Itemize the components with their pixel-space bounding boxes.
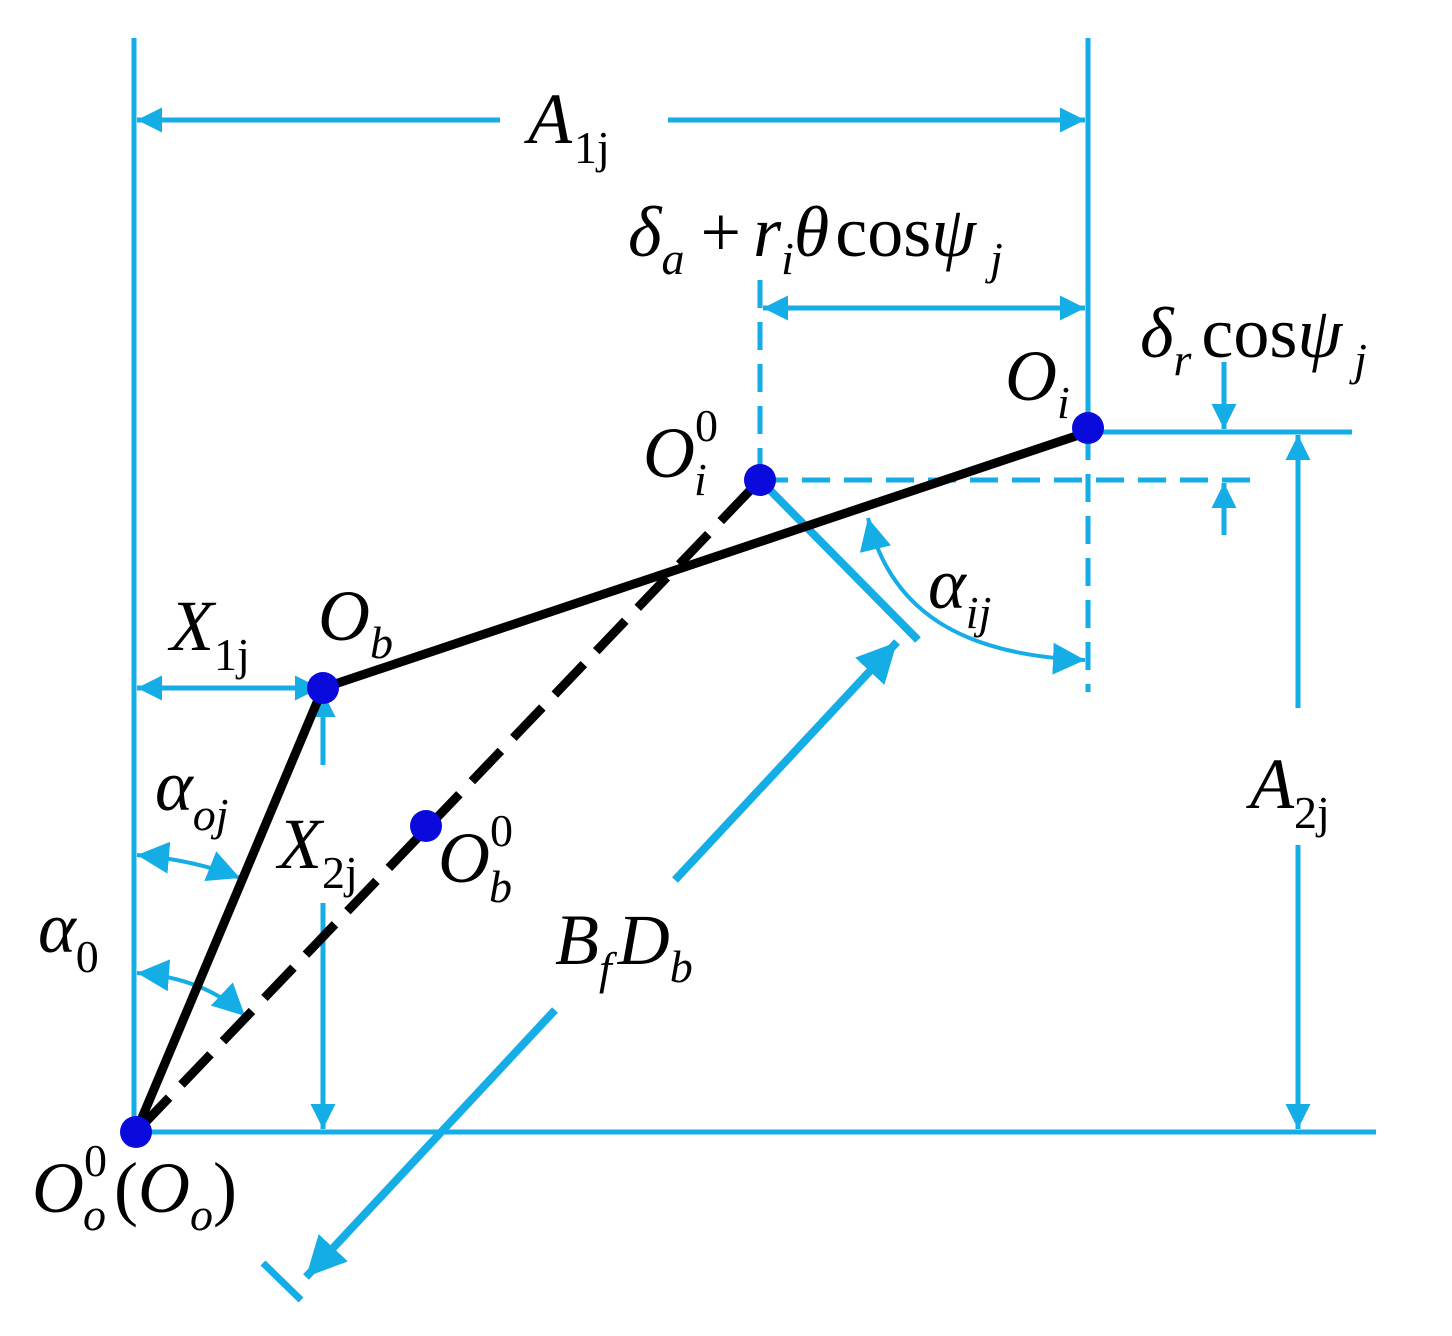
contact-line-bfdb-upper xyxy=(672,639,900,883)
alpha-oj-arc xyxy=(136,841,241,881)
label-Oi: Oi xyxy=(1005,336,1070,428)
point-oo xyxy=(120,1116,152,1148)
point-oi0 xyxy=(744,464,776,496)
label-A1j: A1j xyxy=(524,79,610,173)
label-BfDb: BfDb xyxy=(555,900,693,994)
label-alpha-ij: αij xyxy=(928,544,991,638)
contact-line-from-oi0 xyxy=(757,477,921,643)
alpha-ij-arc xyxy=(859,517,1086,675)
label-A2j: A2j xyxy=(1246,744,1330,838)
point-ob xyxy=(307,672,339,704)
initial-link-oo-oi0-dashed xyxy=(136,476,764,1132)
point-oi xyxy=(1072,412,1104,444)
label-alpha-oj: αoj xyxy=(155,746,229,840)
reference-lines xyxy=(131,38,1376,1135)
label-X2j: X2j xyxy=(275,804,358,898)
label-alpha-0: α0 xyxy=(38,888,99,982)
link-ob-oi xyxy=(321,427,1090,693)
label-X1j: X1j xyxy=(167,586,250,680)
contact-line-bfdb-lower xyxy=(303,1007,558,1280)
point-ob0 xyxy=(410,810,442,842)
link-oo-ob xyxy=(131,686,328,1134)
links xyxy=(131,427,1090,1134)
label-Ob: Ob xyxy=(318,576,393,668)
contact-line-end-tick xyxy=(260,1260,304,1303)
points xyxy=(120,412,1104,1148)
